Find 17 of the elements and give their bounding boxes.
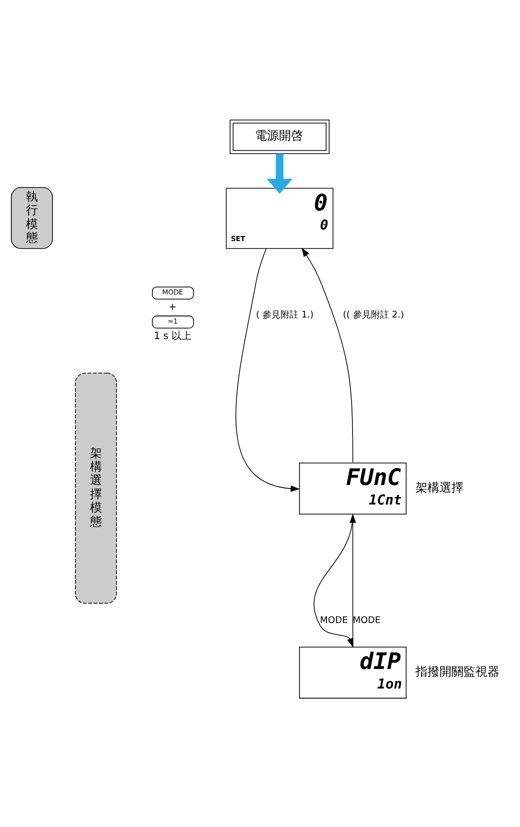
node-box: FUnC 1Cnt <box>299 462 407 514</box>
edge-label: ( 參見附註 1.) <box>256 310 314 321</box>
label: + <box>168 302 177 314</box>
edge-label: (( 參見附註 2.) <box>342 310 404 321</box>
edge-label: MODE <box>352 616 381 626</box>
arrow <box>302 248 354 463</box>
arrow <box>350 514 356 647</box>
node-box: 電源開啓 <box>230 120 330 154</box>
node-label: 架構選擇 <box>415 480 464 494</box>
label: 1 s 以上 <box>154 331 192 342</box>
node-box: 執行模態 <box>10 187 53 249</box>
node-box: dIP 1on <box>299 646 407 699</box>
node-label: 指撥開關監視器 <box>415 664 500 679</box>
edge-label: MODE <box>320 616 348 626</box>
node-box: 架構選擇模態 <box>74 372 117 604</box>
arrow <box>235 248 300 492</box>
arrow <box>266 154 293 194</box>
